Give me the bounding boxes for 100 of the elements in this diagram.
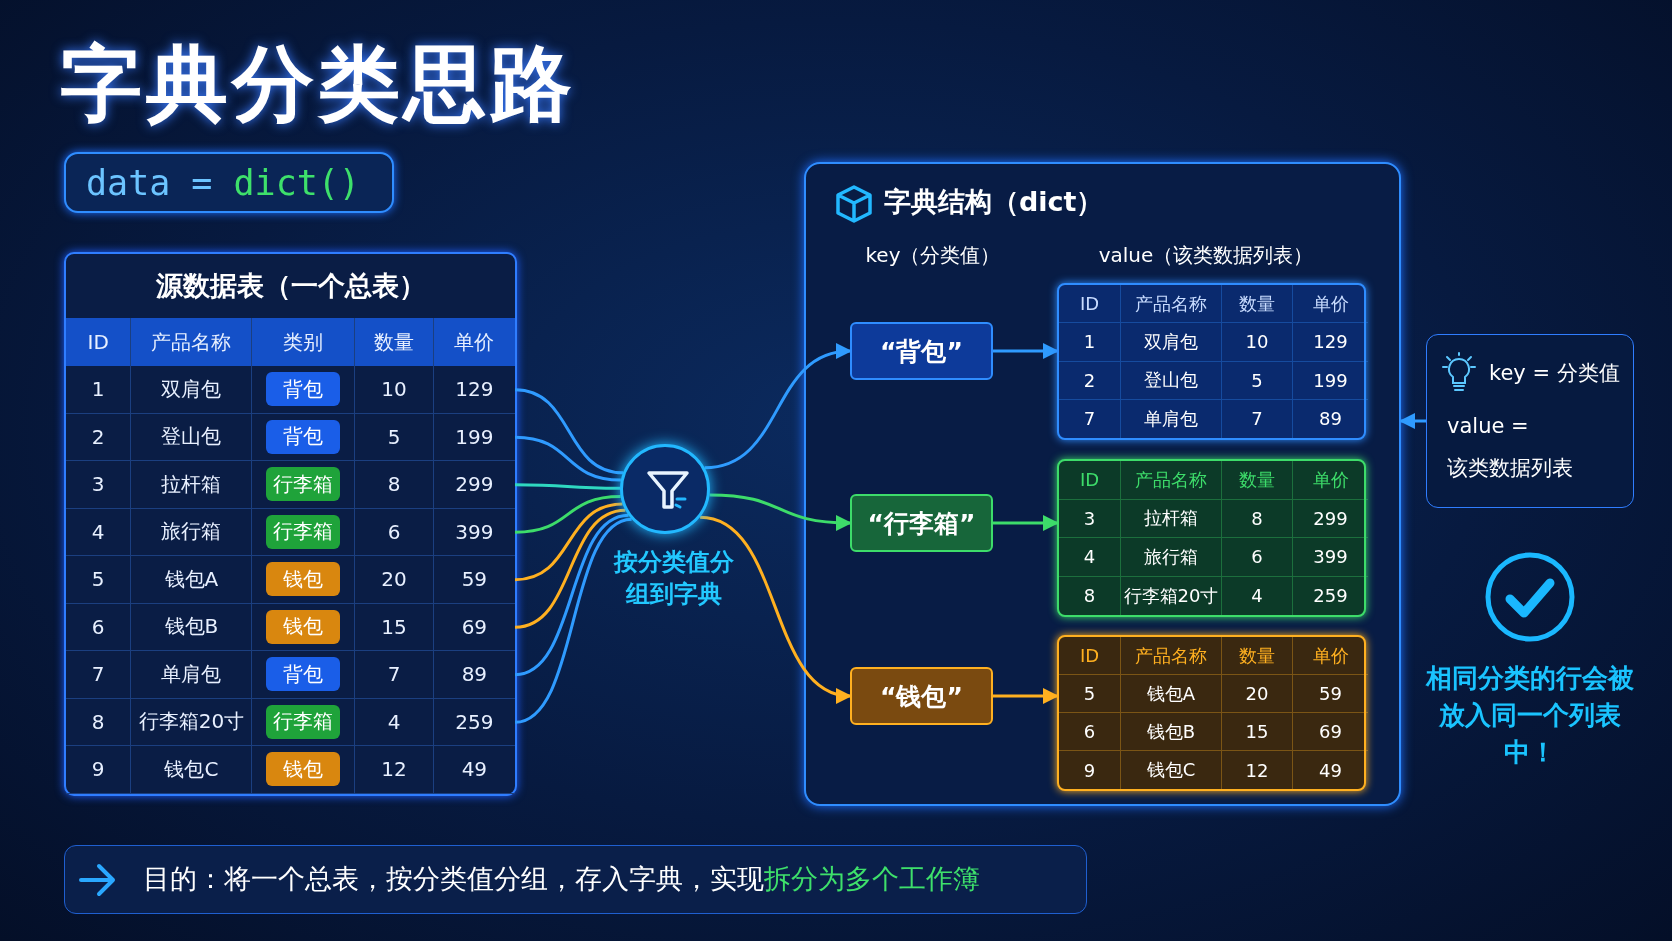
table-cell: 行李箱20寸 (138, 708, 245, 736)
table-cell: 5 (1059, 675, 1121, 713)
table-cell: 8 (1059, 576, 1121, 615)
table-cell: 1 (91, 377, 105, 402)
table-cell: 259 (455, 709, 494, 734)
table-row (66, 603, 515, 651)
info-text: key = 分类值 (1489, 360, 1620, 387)
table-cell: 299 (1293, 499, 1368, 538)
table-cell: 7 (1059, 399, 1121, 438)
header-cell: 产品名称 (151, 328, 232, 356)
table-cell: 登山包 (161, 423, 222, 451)
table-cell: 49 (461, 757, 488, 782)
table-cell: 10 (1222, 323, 1293, 362)
table-cell: 4 (91, 519, 105, 544)
filter-circle (620, 444, 710, 534)
table-cell: 8 (1222, 499, 1293, 538)
header-cell: 数量 (1222, 461, 1293, 500)
table-cell: 59 (1293, 675, 1368, 713)
table-cell: 7 (387, 662, 401, 687)
table-cell: 单肩包 (1121, 399, 1222, 438)
table-cell: 3 (1059, 499, 1121, 538)
table-cell: 89 (461, 662, 488, 687)
table-cell: 15 (1222, 713, 1293, 751)
header-cell: ID (1059, 285, 1121, 324)
connector-line (514, 388, 624, 475)
table-cell-text: 89 (1318, 407, 1343, 432)
table-row (66, 651, 515, 699)
table-cell: 129 (1293, 323, 1368, 362)
table-cell: 双肩包 (161, 375, 222, 403)
panel-title: 源数据表（一个总表） (154, 269, 427, 303)
table-row (66, 698, 515, 746)
table-cell: 2 (1059, 361, 1121, 400)
connector-line (514, 517, 633, 724)
data-table (1057, 459, 1366, 617)
table-row (66, 508, 515, 556)
arrow (993, 688, 1059, 704)
category-tag: 钱包 (266, 562, 341, 597)
category-tag: 背包 (266, 419, 341, 454)
table-cell: 69 (1293, 713, 1368, 751)
table-cell: 8 (387, 472, 401, 497)
table-cell: 10 (381, 377, 407, 402)
title: 字典分类思路 (60, 35, 576, 133)
category-tag: 背包 (266, 657, 341, 692)
header-cell: ID (1059, 461, 1121, 500)
arrow (1399, 413, 1426, 429)
table-cell: 4 (387, 709, 401, 734)
arrow (704, 344, 852, 470)
table-cell: 6 (1059, 713, 1121, 751)
header-cell: 单价 (1293, 285, 1368, 324)
key-box: “钱包” (850, 667, 993, 725)
table-cell: 行李箱20寸 (1121, 576, 1222, 615)
table-cell: 20 (381, 567, 407, 592)
category-tag: 行李箱 (266, 467, 341, 502)
arrow (993, 515, 1059, 531)
table-cell: 1 (1059, 323, 1121, 362)
table-cell: 69 (461, 614, 488, 639)
header-cell: ID (87, 330, 109, 354)
header-cell: 产品名称 (1121, 461, 1222, 500)
key-box: “背包” (850, 322, 993, 380)
header-cell: 数量 (1222, 285, 1293, 324)
info-box (1426, 334, 1634, 508)
table-cell: 399 (1293, 538, 1368, 577)
table-cell: 9 (1059, 751, 1121, 789)
table-cell: 7 (91, 662, 105, 687)
table-cell: 旅行箱 (1121, 538, 1222, 577)
header-cell: 类别 (283, 328, 324, 356)
header-cell: 数量 (1222, 637, 1293, 675)
header-cell: 数量 (374, 328, 415, 356)
table-cell: 12 (1222, 751, 1293, 789)
connector-line (514, 513, 629, 677)
data-table (1057, 283, 1366, 440)
category-tag: 背包 (266, 372, 341, 407)
key-box: “行李箱” (850, 494, 993, 552)
table-cell: 199 (1293, 361, 1368, 400)
table-panel (64, 252, 517, 796)
table-cell: 59 (461, 567, 488, 592)
connector-line (514, 435, 621, 482)
connector-line (515, 483, 621, 490)
connector-line (514, 494, 621, 534)
table-header-row (66, 318, 515, 366)
table-cell: 登山包 (1121, 361, 1222, 400)
category-tag: 钱包 (266, 609, 341, 644)
table-row (66, 413, 515, 461)
table-cell: 2 (91, 424, 105, 449)
table-row (66, 366, 515, 414)
table-cell: 299 (455, 472, 494, 497)
info-text: value = 该类数据列表 (1447, 413, 1574, 482)
table-cell: 8 (91, 709, 105, 734)
code-box: data = dict() (64, 152, 394, 213)
filter-label: 按分类值分组到字典 (612, 547, 735, 610)
table-cell: 钱包C (1121, 751, 1222, 789)
summary-note: 相同分类的行会被放入同一个列表中！ (1424, 662, 1635, 769)
table-cell: 9 (91, 757, 105, 782)
header-cell: 单价 (454, 328, 495, 356)
header-cell: 产品名称 (1121, 637, 1222, 675)
header-cell: 产品名称 (1121, 285, 1222, 324)
table-cell: 钱包C (164, 755, 219, 783)
arrow (993, 343, 1059, 359)
table-cell: 15 (381, 614, 407, 639)
purpose-text: 目的：将一个总表，按分类值分组，存入字典，实现拆分为多个工作簿 (143, 862, 980, 896)
